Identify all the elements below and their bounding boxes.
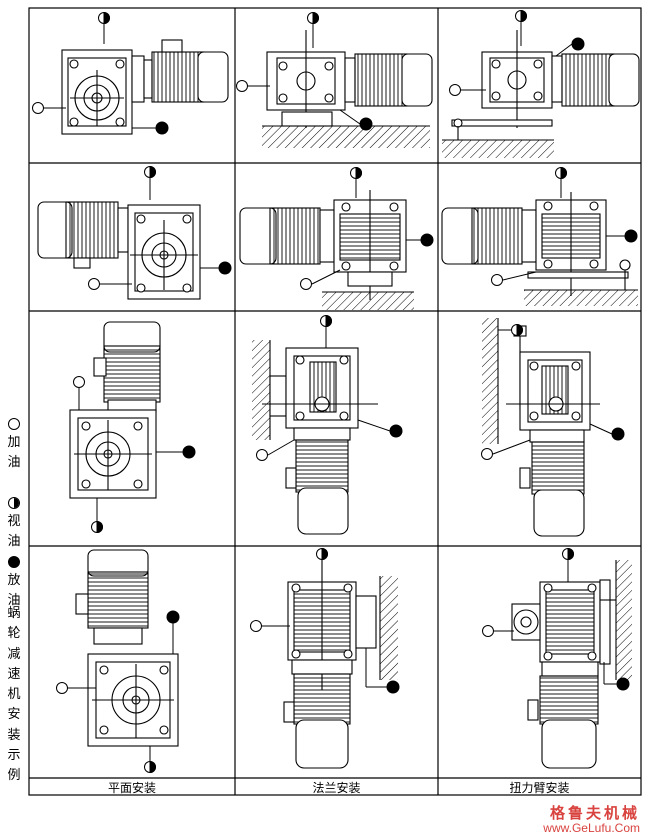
sketch-r3c2 [252,340,378,535]
fill-oil-marker [491,274,503,286]
watermark-url: www.GeLufu.Com [543,821,640,835]
fill-oil-marker [73,376,85,388]
fill-oil-marker [481,448,493,460]
fill-oil-marker [88,278,100,290]
caption-torque-arm-mounting: 扭力臂安装 [509,781,570,795]
fill-oil-marker [32,102,44,114]
open-circle-icon [8,418,20,430]
sketch-r2c2 [239,190,414,310]
fill-oil-marker [56,682,68,694]
fill-oil-marker [250,620,262,632]
legend-drain-oil-label: 放油 [7,573,21,608]
half-circle-icon [8,497,20,509]
drain-oil-marker [386,680,400,694]
view-oil-marker [515,9,527,23]
watermark: 格鲁夫机械 www.GeLufu.Com [543,805,640,835]
sketch-r4c3 [511,560,632,769]
sketch-r1c1 [61,39,229,135]
sketch-r3c3 [482,318,600,537]
drain-oil-marker [571,37,585,51]
fill-oil-marker [449,84,461,96]
drain-oil-marker [420,233,434,247]
drain-oil-marker [624,229,638,243]
drain-oil-marker [359,117,373,131]
fill-oil-marker [256,449,268,461]
drain-oil-marker [166,610,180,624]
legend-fill-oil-label: 加油 [7,435,21,470]
view-oil-marker [98,11,110,25]
view-oil-marker [144,165,156,179]
view-oil-marker [316,547,328,561]
view-oil-marker [350,166,362,180]
legend-view-oil: 视油 [2,497,26,552]
view-oil-marker [91,520,103,534]
drain-oil-marker [389,424,403,438]
caption-flat-mounting: 平面安装 [107,781,156,795]
grid [28,7,642,796]
view-oil-marker [307,11,319,25]
drain-oil-marker [155,121,169,135]
filled-circle-icon [8,556,20,568]
watermark-chinese: 格鲁夫机械 [549,804,640,822]
sketch-r2c3 [441,192,638,306]
view-oil-marker [320,314,332,328]
drain-oil-marker [616,677,630,691]
sketch-r1c3 [442,30,640,158]
view-oil-marker [555,166,567,180]
sketch-r3c1 [69,321,161,499]
caption-flange-mounting: 法兰安装 [312,781,361,795]
drain-oil-marker [182,445,196,459]
fill-oil-marker [482,625,494,637]
sketch-r4c2 [283,560,398,769]
fill-oil-marker [236,80,248,92]
view-oil-marker [562,547,574,561]
fill-oil-marker [300,278,312,290]
legend-drain-oil: 放油 [2,556,26,611]
legend-view-oil-label: 视油 [7,514,21,549]
drain-oil-marker [218,261,232,275]
sketch-r1c2 [262,30,433,148]
legend-fill-oil: 加油 [2,418,26,473]
legend: 加油 视油 放油 [2,418,26,611]
view-oil-marker [144,760,156,774]
drain-oil-marker [611,427,625,441]
vertical-title: 蜗轮减速机安装示例 [7,606,21,784]
sketch-r4c1 [75,549,179,747]
markers [32,9,638,774]
sketch-r2c1 [37,201,201,300]
view-oil-marker [511,323,523,337]
